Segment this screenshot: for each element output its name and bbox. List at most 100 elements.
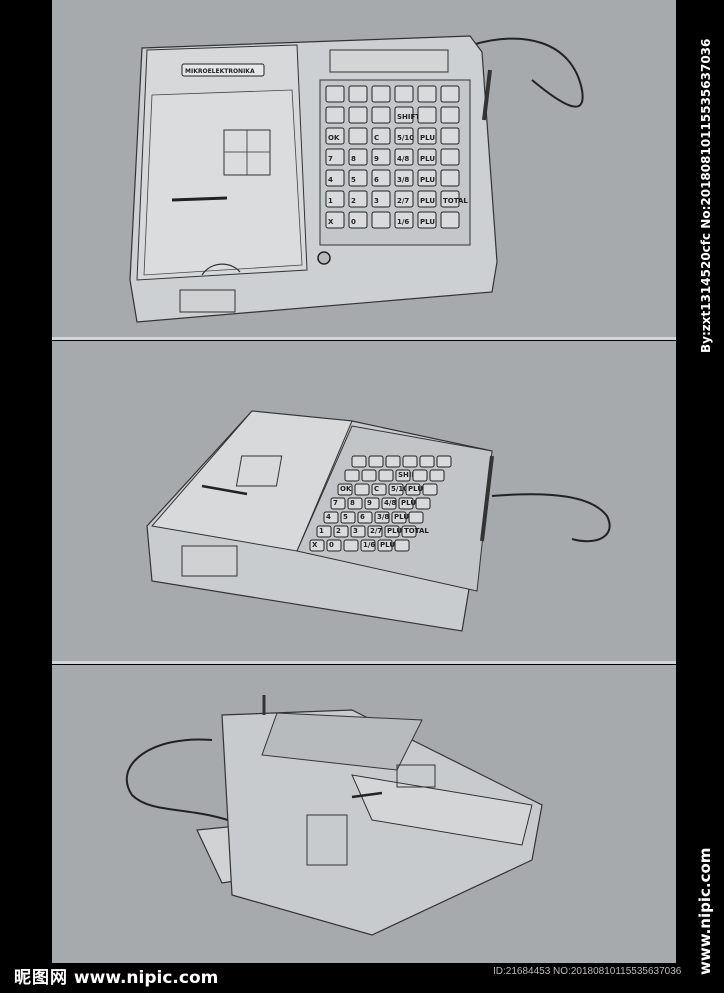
keypad-key [417, 85, 437, 103]
keypad-key-label: TOTAL [443, 197, 468, 205]
keypad-key-label: SHIFT [398, 471, 421, 479]
keypad-key [344, 469, 360, 482]
keypad-key [347, 497, 363, 510]
image-id-text: ID:21684453 NO:20180810115535637036 [493, 966, 682, 977]
keypad-key [371, 85, 391, 103]
keypad-key-label: 8 [350, 499, 355, 507]
side-site: www.nipic.com [686, 780, 720, 980]
keypad-key-label: PLU [420, 134, 435, 142]
keypad-key [417, 148, 437, 166]
keypad-key-label: 6 [360, 513, 365, 521]
keypad-key [325, 169, 345, 187]
front-label-plate [181, 545, 238, 577]
keypad-key [395, 469, 411, 482]
keypad-key [371, 148, 391, 166]
keypad-key-label: OK [340, 485, 352, 493]
keypad-key [417, 169, 437, 187]
keypad-key [422, 483, 438, 496]
printer-lid [143, 89, 303, 276]
keypad-key-label: 1/6 [397, 218, 409, 226]
power-cable [491, 493, 611, 543]
keypad-key [325, 127, 345, 145]
keypad-key-label: 0 [351, 218, 356, 226]
keypad-key [394, 106, 414, 124]
keypad-key-label: 2 [336, 527, 341, 535]
keypad-key [440, 190, 460, 208]
keypad-key [360, 539, 376, 552]
keypad-key-label: 7 [333, 499, 338, 507]
keypad-key [401, 525, 417, 538]
keypad-key [325, 148, 345, 166]
keypad-key [429, 469, 445, 482]
keypad-key [309, 539, 325, 552]
keypad-key-label: PLU [420, 197, 435, 205]
keypad-key-label: 9 [367, 499, 372, 507]
vent-grille [306, 814, 348, 866]
brand-badge [181, 63, 265, 77]
lid-window [235, 455, 283, 487]
paper-slot [351, 791, 383, 799]
keypad-key-label: 4 [328, 176, 333, 184]
keypad-key [381, 497, 397, 510]
keypad-key [405, 483, 421, 496]
keypad-key-label: 5/10 [391, 485, 408, 493]
keypad-key [343, 539, 359, 552]
keypad-key [325, 85, 345, 103]
keypad-key-label: 6 [374, 176, 379, 184]
keypad-key [391, 511, 407, 524]
keypad-key [340, 511, 356, 524]
front-label-plate [179, 289, 236, 313]
keypad-key [385, 455, 401, 468]
keypad-key-label: 4/8 [397, 155, 409, 163]
panel-divider [52, 661, 676, 664]
keypad-key-label: 2/7 [370, 527, 382, 535]
site-name-cn: 昵图网 [14, 968, 68, 988]
keypad-key-label: 3/8 [397, 176, 409, 184]
keypad-key [361, 469, 377, 482]
keypad-key [394, 148, 414, 166]
keypad-key [354, 483, 370, 496]
keypad-key [330, 497, 346, 510]
keypad-key [419, 455, 435, 468]
keypad-key-label: X [328, 218, 334, 226]
keypad-key-label: SHIFT [397, 113, 420, 121]
key-lock [317, 251, 331, 265]
keypad-key [415, 497, 431, 510]
keypad-key [440, 169, 460, 187]
keypad-key [402, 455, 418, 468]
paper-slot [171, 196, 228, 202]
power-cable [471, 37, 584, 108]
keypad-key [388, 483, 404, 496]
keypad-key [350, 525, 366, 538]
keypad-key [371, 483, 387, 496]
keypad-key-label: X [312, 541, 318, 549]
keypad-key [371, 211, 391, 229]
keypad-key-label: 1 [319, 527, 324, 535]
keypad-key [348, 190, 368, 208]
keypad-key-label: 8 [351, 155, 356, 163]
keypad-key-label: 2 [351, 197, 356, 205]
keypad-key [417, 127, 437, 145]
keypad-key [394, 190, 414, 208]
keypad-key-label: OK [328, 134, 340, 142]
panel-divider [52, 337, 676, 340]
antenna [480, 455, 494, 542]
keypad-key [394, 211, 414, 229]
keypad-key [337, 483, 353, 496]
keypad-key [325, 211, 345, 229]
keypad-key [316, 525, 332, 538]
keypad-key-label: 3/8 [377, 513, 389, 521]
keypad-key [326, 539, 342, 552]
keypad-key-label: 4/8 [384, 499, 396, 507]
keypad-key [357, 511, 373, 524]
keypad-key [394, 85, 414, 103]
register-body [221, 709, 543, 936]
site-name-en: www.nipic.com [73, 968, 219, 988]
keypad-key [408, 511, 424, 524]
keypad-key [348, 127, 368, 145]
render-view-bottom [52, 665, 676, 963]
